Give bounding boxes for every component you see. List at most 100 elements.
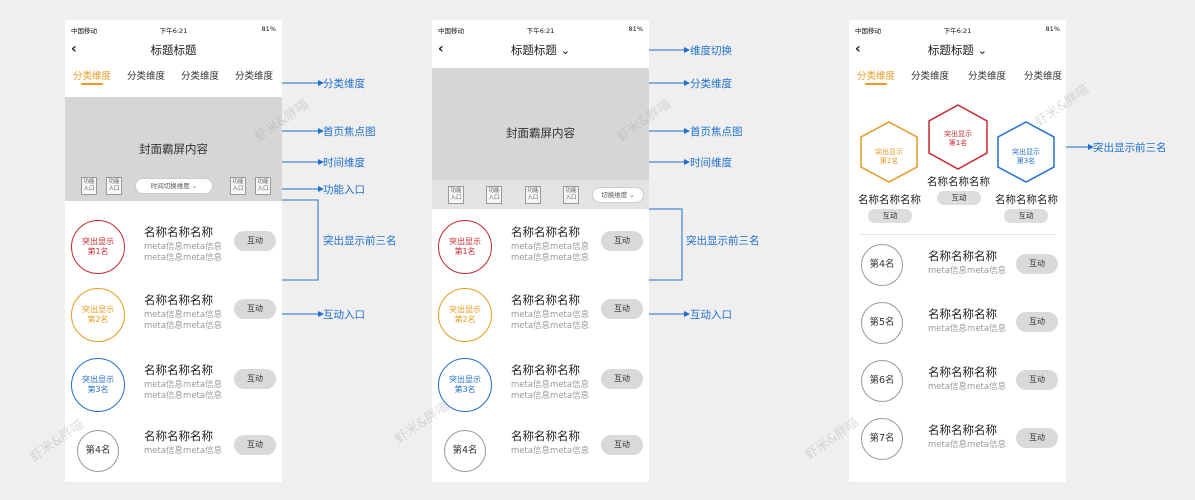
nav-bar: ‹ 标题标题 ⌄ — [849, 40, 1066, 58]
tab-category-1[interactable]: 分类维度 — [72, 71, 111, 82]
tab-category-4[interactable]: 分类维度 — [234, 71, 273, 82]
item-name: 名称名称名称 — [144, 429, 213, 443]
tab-category-2[interactable]: 分类维度 — [910, 71, 949, 82]
func-entry-4[interactable]: 功能入口 — [563, 186, 579, 204]
list-item[interactable]: 第4名 名称名称名称 meta信息meta信息 互动 — [65, 424, 282, 482]
interact-button[interactable]: 互动 — [868, 209, 912, 223]
annotation-category: 分类维度 — [323, 78, 365, 90]
interact-button[interactable]: 互动 — [1004, 209, 1048, 223]
func-entry-1[interactable]: 功能入口 — [81, 177, 97, 195]
rank-badge-3: 突出显示 第3名 — [438, 358, 492, 412]
item-name: 名称名称名称 — [511, 293, 580, 307]
func-entry-1[interactable]: 功能入口 — [448, 186, 464, 204]
item-name: 名称名称名称 — [511, 225, 580, 239]
nav-bar: ‹ 标题标题 ⌄ — [432, 40, 649, 58]
interact-button[interactable]: 互动 — [601, 299, 643, 319]
item-meta: meta信息meta信息 — [928, 440, 1007, 450]
carrier-label: 中国移动 — [855, 27, 881, 35]
back-arrow-icon[interactable]: ‹ — [855, 41, 861, 57]
function-strip: 功能入口 功能入口 功能入口 功能入口 切换维度 ⌄ — [432, 180, 649, 209]
interact-button[interactable]: 互动 — [234, 231, 276, 251]
annotation-interact: 互动入口 — [323, 309, 365, 321]
dimension-switch-label: 切换维度 — [601, 191, 628, 199]
func-entry-3[interactable]: 功能入口 — [525, 186, 541, 204]
annotation-category: 分类维度 — [690, 78, 732, 90]
hex-label-1: 突出显示 第1名 — [944, 130, 972, 147]
focus-banner[interactable]: 封面霸屏内容 功能入口 功能入口 时间切换维度 ⌄ 功能入口 功能入口 — [65, 97, 282, 201]
list-item[interactable]: 第4名 名称名称名称 meta信息meta信息 互动 — [432, 424, 649, 482]
interact-button[interactable]: 互动 — [601, 435, 643, 455]
dimension-switch-pill[interactable]: 切换维度 ⌄ — [592, 187, 644, 203]
status-time: 下午6:21 — [943, 27, 972, 35]
func-entry-4[interactable]: 功能入口 — [255, 177, 271, 195]
item-name: 名称名称名称 — [928, 423, 997, 437]
tab-category-2[interactable]: 分类维度 — [126, 71, 165, 82]
nav-bar: ‹ 标题标题 — [65, 40, 282, 58]
annotation-top3: 突出显示前三名 — [686, 235, 760, 247]
item-meta: meta信息meta信息 — [928, 266, 1007, 276]
list-item[interactable]: 第4名 名称名称名称 meta信息meta信息 互动 — [849, 244, 1066, 310]
phone-screen-2: 中国移动 下午6:21 81% ‹ 标题标题 ⌄ 封面霸屏内容 功能入口 功能入… — [432, 20, 649, 482]
rank-badge-1: 突出显示 第1名 — [71, 220, 125, 274]
time-switch-pill[interactable]: 时间切换维度 ⌄ — [135, 178, 213, 194]
active-tab-indicator — [865, 83, 887, 85]
list-item[interactable]: 第5名 名称名称名称 meta信息meta信息 互动 — [849, 302, 1066, 368]
back-arrow-icon[interactable]: ‹ — [71, 41, 77, 57]
item-meta: meta信息meta信息 — [144, 446, 223, 456]
back-arrow-icon[interactable]: ‹ — [438, 41, 444, 57]
tab-category-3[interactable]: 分类维度 — [967, 71, 1006, 82]
rank-badge-4: 第4名 — [444, 430, 486, 472]
interact-button[interactable]: 互动 — [601, 369, 643, 389]
interact-button[interactable]: 互动 — [234, 369, 276, 389]
carrier-label: 中国移动 — [71, 27, 97, 35]
interact-button[interactable]: 互动 — [234, 435, 276, 455]
hex-label-2: 突出显示 第2名 — [875, 148, 903, 165]
interact-button[interactable]: 互动 — [1016, 370, 1058, 390]
interact-button[interactable]: 互动 — [1016, 254, 1058, 274]
item-name: 名称名称名称 — [928, 307, 997, 321]
hex-rank-3 — [997, 121, 1055, 183]
item-meta: meta信息meta信息 — [928, 382, 1007, 392]
rank-badge-4: 第4名 — [77, 430, 119, 472]
list-item[interactable]: 第6名 名称名称名称 meta信息meta信息 互动 — [849, 360, 1066, 426]
interact-button[interactable]: 互动 — [937, 191, 981, 205]
rank-badge-2: 突出显示 第2名 — [71, 288, 125, 342]
interact-button[interactable]: 互动 — [234, 299, 276, 319]
interact-button[interactable]: 互动 — [1016, 428, 1058, 448]
page-title-switch[interactable]: 标题标题 ⌄ — [510, 43, 571, 57]
func-entry-2[interactable]: 功能入口 — [486, 186, 502, 204]
tab-category-1[interactable]: 分类维度 — [856, 71, 895, 82]
hex-name-1: 名称名称名称 — [927, 176, 990, 188]
annotation-top3: 突出显示前三名 — [323, 235, 397, 247]
annotation-interact: 互动入口 — [690, 309, 732, 321]
category-tabs: 分类维度 分类维度 分类维度 分类维度 — [65, 68, 282, 90]
tab-category-4[interactable]: 分类维度 — [1023, 71, 1062, 82]
hex-rank-1 — [928, 104, 988, 170]
hex-name-3: 名称名称名称 — [995, 194, 1058, 206]
rank-badge-1: 突出显示 第1名 — [438, 220, 492, 274]
page-title-switch[interactable]: 标题标题 ⌄ — [927, 43, 988, 57]
status-bar: 中国移动 下午6:21 81% — [849, 24, 1066, 36]
func-entry-2[interactable]: 功能入口 — [106, 177, 122, 195]
interact-button[interactable]: 互动 — [601, 231, 643, 251]
annotation-banner: 首页焦点图 — [323, 126, 376, 138]
list-item[interactable]: 第7名 名称名称名称 meta信息meta信息 互动 — [849, 418, 1066, 482]
interact-button[interactable]: 互动 — [1016, 312, 1058, 332]
status-time: 下午6:21 — [526, 27, 555, 35]
func-entry-3[interactable]: 功能入口 — [230, 177, 246, 195]
phone-screen-3: 中国移动 下午6:21 81% ‹ 标题标题 ⌄ 分类维度 分类维度 分类维度 … — [849, 20, 1066, 482]
annotation-switch: 维度切换 — [690, 45, 732, 57]
annotation-banner: 首页焦点图 — [690, 126, 743, 138]
battery-label: 81% — [628, 25, 643, 33]
tab-category-3[interactable]: 分类维度 — [180, 71, 219, 82]
